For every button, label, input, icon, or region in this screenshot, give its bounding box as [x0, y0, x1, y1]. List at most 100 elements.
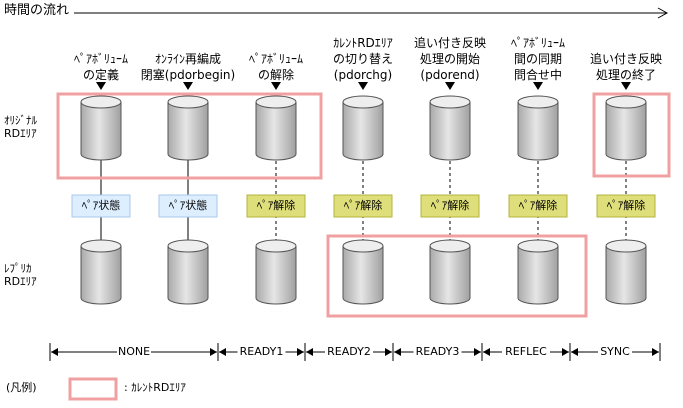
event-label-line: 間の同期 — [513, 52, 563, 66]
phase-arrow-left — [483, 348, 490, 356]
event-label-line: 閉塞(pdorbegin) — [140, 68, 236, 82]
cylinder-body — [605, 245, 647, 305]
event-label-line: (pdorchg) — [333, 68, 393, 82]
pair-state-box — [71, 194, 131, 218]
cylinder-body — [255, 245, 297, 305]
phase-arrow-right — [474, 348, 481, 356]
time-arrow-head — [657, 7, 669, 19]
event-label-line: 処理の開始 — [419, 52, 481, 66]
pair-release-label: ﾍﾟｱ解除 — [256, 199, 296, 212]
phase-arrow-right — [297, 348, 304, 356]
current-rd-area-frame — [326, 234, 588, 318]
status-boxes — [71, 194, 656, 218]
phase-arrow-left — [394, 348, 401, 356]
current-rd-area-highlights — [56, 92, 671, 318]
event-marker — [96, 82, 106, 90]
cylinder-top — [255, 95, 297, 109]
cylinder-top — [80, 239, 122, 253]
event-label-line: ｶﾚﾝﾄRDｴﾘｱ — [333, 36, 393, 50]
cylinder-body — [167, 101, 209, 161]
time-flow-arrow — [74, 7, 669, 90]
pair-release-label: ﾍﾟｱ解除 — [518, 199, 558, 212]
cylinder-body — [255, 101, 297, 161]
pair-state-box — [158, 194, 218, 218]
time-flow-label: 時間の流れ — [4, 3, 70, 18]
pair-release-box — [420, 194, 480, 218]
cylinder-body — [167, 245, 209, 305]
phase-bar — [49, 343, 661, 361]
cylinder-top — [517, 95, 559, 109]
legend-label: : ｶﾚﾝﾄRDｴﾘｱ — [124, 381, 186, 394]
legend-title: (凡例) — [6, 381, 37, 394]
cylinder-top — [429, 239, 471, 253]
event-label-line: (pdorend) — [420, 68, 480, 82]
pair-release-label: ﾍﾟｱ解除 — [606, 199, 646, 212]
cylinder-top — [167, 95, 209, 109]
legend-swatch — [68, 377, 118, 401]
event-marker — [533, 82, 543, 90]
cylinder-body — [605, 101, 647, 161]
cylinder-body — [429, 101, 471, 161]
replica-rd-area-cylinder — [167, 239, 209, 305]
current-rd-area-frame — [592, 92, 671, 178]
event-label-line: 問合せ中 — [513, 68, 563, 82]
cylinder-top — [517, 239, 559, 253]
event-label-line: 追い付き反映 — [413, 36, 487, 50]
cylinder-top — [605, 95, 647, 109]
cylinder-top — [429, 95, 471, 109]
original-rd-area-cylinder — [80, 95, 122, 161]
phase-label: READY1 — [239, 345, 284, 358]
current-rd-area-frame — [56, 92, 323, 180]
cylinder-body — [342, 245, 384, 305]
phase-arrow-left — [306, 348, 313, 356]
event-marker — [358, 82, 368, 90]
phase-arrow-left — [51, 348, 58, 356]
original-rd-area-cylinder — [605, 95, 647, 161]
phase-arrow-right — [385, 348, 392, 356]
event-marker — [271, 82, 281, 90]
event-label-line: 処理の終了 — [595, 68, 657, 82]
pair-release-box — [246, 194, 306, 218]
cylinder-top — [255, 239, 297, 253]
original-rd-area-cylinder — [255, 95, 297, 161]
replica-rd-area-cylinder — [429, 239, 471, 305]
event-marker — [445, 82, 455, 90]
phase-arrow-left — [571, 348, 578, 356]
pair-release-label: ﾍﾟｱ解除 — [430, 199, 470, 212]
event-label-line: ﾍﾟｱﾎﾞﾘｭｰﾑ — [73, 52, 129, 66]
cylinder-top — [342, 239, 384, 253]
cylinder-body — [80, 245, 122, 305]
phase-arrow-right — [652, 348, 659, 356]
cylinder-top — [80, 95, 122, 109]
original-rd-area-cylinder — [167, 95, 209, 161]
pair-release-box — [333, 194, 393, 218]
cylinder-body — [342, 101, 384, 161]
phase-arrow-right — [210, 348, 217, 356]
original-rd-area-cylinder — [517, 95, 559, 161]
cylinder-body — [517, 245, 559, 305]
phase-label: SYNC — [600, 345, 630, 358]
event-label-line: の切り替え — [332, 52, 394, 66]
event-marker — [183, 82, 193, 90]
replica-rd-area-cylinder — [255, 239, 297, 305]
cylinders — [80, 95, 647, 305]
phase-arrow-right — [562, 348, 569, 356]
pair-release-box — [596, 194, 656, 218]
replica-rd-area-cylinder — [605, 239, 647, 305]
original-rd-area-label: ｵﾘｼﾞﾅﾙ RDｴﾘｱ — [4, 114, 37, 140]
pair-release-label: ﾍﾟｱ解除 — [343, 199, 383, 212]
phase-arrow-left — [219, 348, 226, 356]
pair-state-label: ﾍﾟｱ状態 — [81, 199, 121, 212]
event-label-line: ｵﾝﾗｲﾝ再編成 — [154, 52, 222, 66]
original-rd-area-cylinder — [429, 95, 471, 161]
cylinder-top — [342, 95, 384, 109]
cylinder-top — [167, 239, 209, 253]
replica-rd-area-cylinder — [517, 239, 559, 305]
cylinder-top — [605, 239, 647, 253]
event-label-line: ﾍﾟｱﾎﾞﾘｭｰﾑ — [248, 52, 304, 66]
event-label-line: の解除 — [257, 68, 295, 82]
cylinder-body — [517, 101, 559, 161]
replica-rd-area-cylinder — [80, 239, 122, 305]
cylinder-body — [429, 245, 471, 305]
